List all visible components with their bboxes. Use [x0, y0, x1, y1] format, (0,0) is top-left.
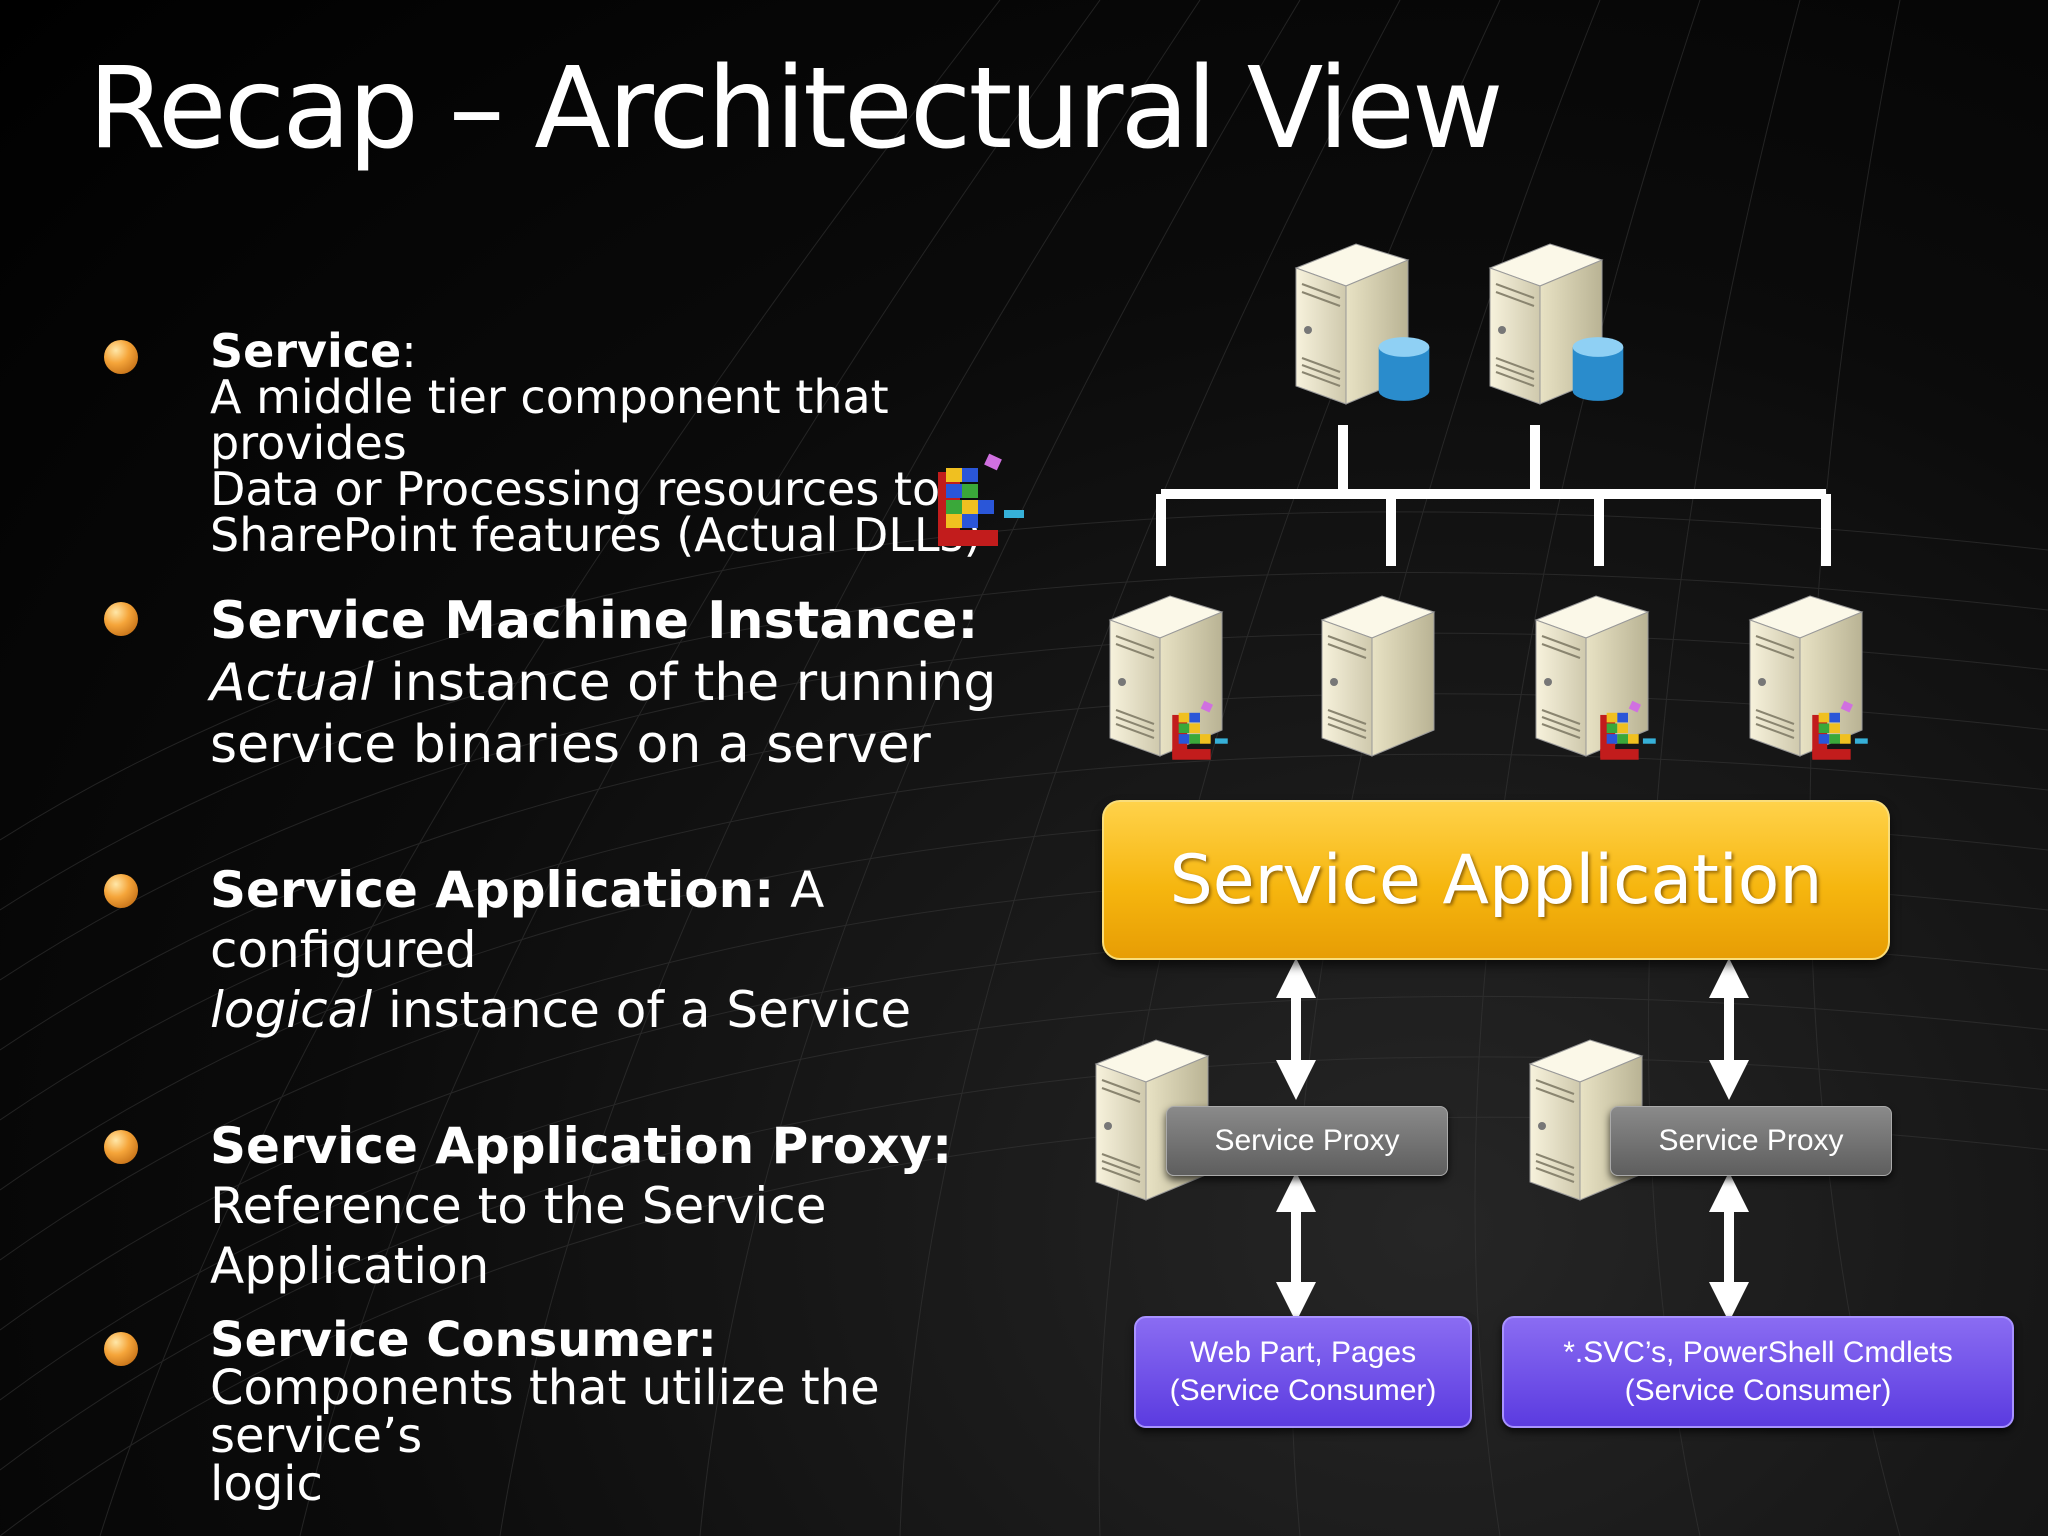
list-item-service-consumer: Service Consumer: Components that utiliz… [210, 1316, 1070, 1508]
desc-text: instance of the running [373, 653, 997, 713]
database-icon [1570, 336, 1626, 402]
service-application-box: Service Application [1102, 800, 1890, 960]
desc-line: logic [210, 1456, 323, 1512]
consumer-line: Web Part, Pages [1189, 1336, 1417, 1369]
bullet-icon [104, 1332, 138, 1366]
dll-blocks-icon [1808, 700, 1872, 764]
list-item-service: Service: A middle tier component that pr… [210, 328, 1070, 558]
service-consumer-box: Web Part, Pages (Service Consumer) [1134, 1316, 1472, 1428]
term-service-consumer: Service Consumer: [210, 1312, 717, 1368]
term-service-application: Service Application: [210, 861, 775, 919]
list-item-service-application: Service Application: A configured logica… [210, 860, 1070, 1040]
desc-line: Components that utilize the service’s [210, 1360, 880, 1464]
bullet-icon [104, 340, 138, 374]
desc-line: service binaries on a server [210, 715, 931, 775]
consumer-line: *.SVC’s, PowerShell Cmdlets [1563, 1336, 1953, 1369]
desc-line: Data or Processing resources to [210, 462, 941, 516]
bullet-icon [104, 1130, 138, 1164]
double-arrow-icon [1276, 958, 1749, 1322]
consumer-line: (Service Consumer) [1624, 1374, 1892, 1407]
page-title: Recap – Architectural View [88, 44, 1504, 174]
server-icon [1312, 590, 1442, 760]
database-icon [1376, 336, 1432, 402]
list-item-service-application-proxy: Service Application Proxy: Reference to … [210, 1116, 1070, 1296]
bullet-icon [104, 602, 138, 636]
term-service: Service [210, 324, 402, 378]
bullet-icon [104, 874, 138, 908]
desc-line: A middle tier component that provides [210, 370, 889, 470]
term-service-application-proxy: Service Application Proxy: [210, 1117, 953, 1175]
list-item-service-machine-instance: Service Machine Instance: Actual instanc… [210, 590, 1070, 776]
desc-emphasis: logical [210, 981, 373, 1039]
dll-blocks-icon [1168, 700, 1232, 764]
term-service-machine-instance: Service Machine Instance: [210, 591, 979, 651]
service-proxy-box: Service Proxy [1166, 1106, 1448, 1176]
term-suffix: : [401, 324, 417, 378]
service-consumer-box: *.SVC’s, PowerShell Cmdlets (Service Con… [1502, 1316, 2014, 1428]
desc-line: SharePoint features (Actual DLLs) [210, 508, 982, 562]
dll-blocks-icon [938, 453, 1024, 546]
desc-line: Reference to the Service Application [210, 1177, 827, 1295]
service-proxy-box: Service Proxy [1610, 1106, 1892, 1176]
desc-emphasis: Actual [210, 653, 374, 713]
consumer-line: (Service Consumer) [1169, 1374, 1437, 1407]
dll-blocks-icon [1596, 700, 1660, 764]
desc-text: instance of a Service [372, 981, 912, 1039]
desc-text: A configured [210, 861, 825, 979]
